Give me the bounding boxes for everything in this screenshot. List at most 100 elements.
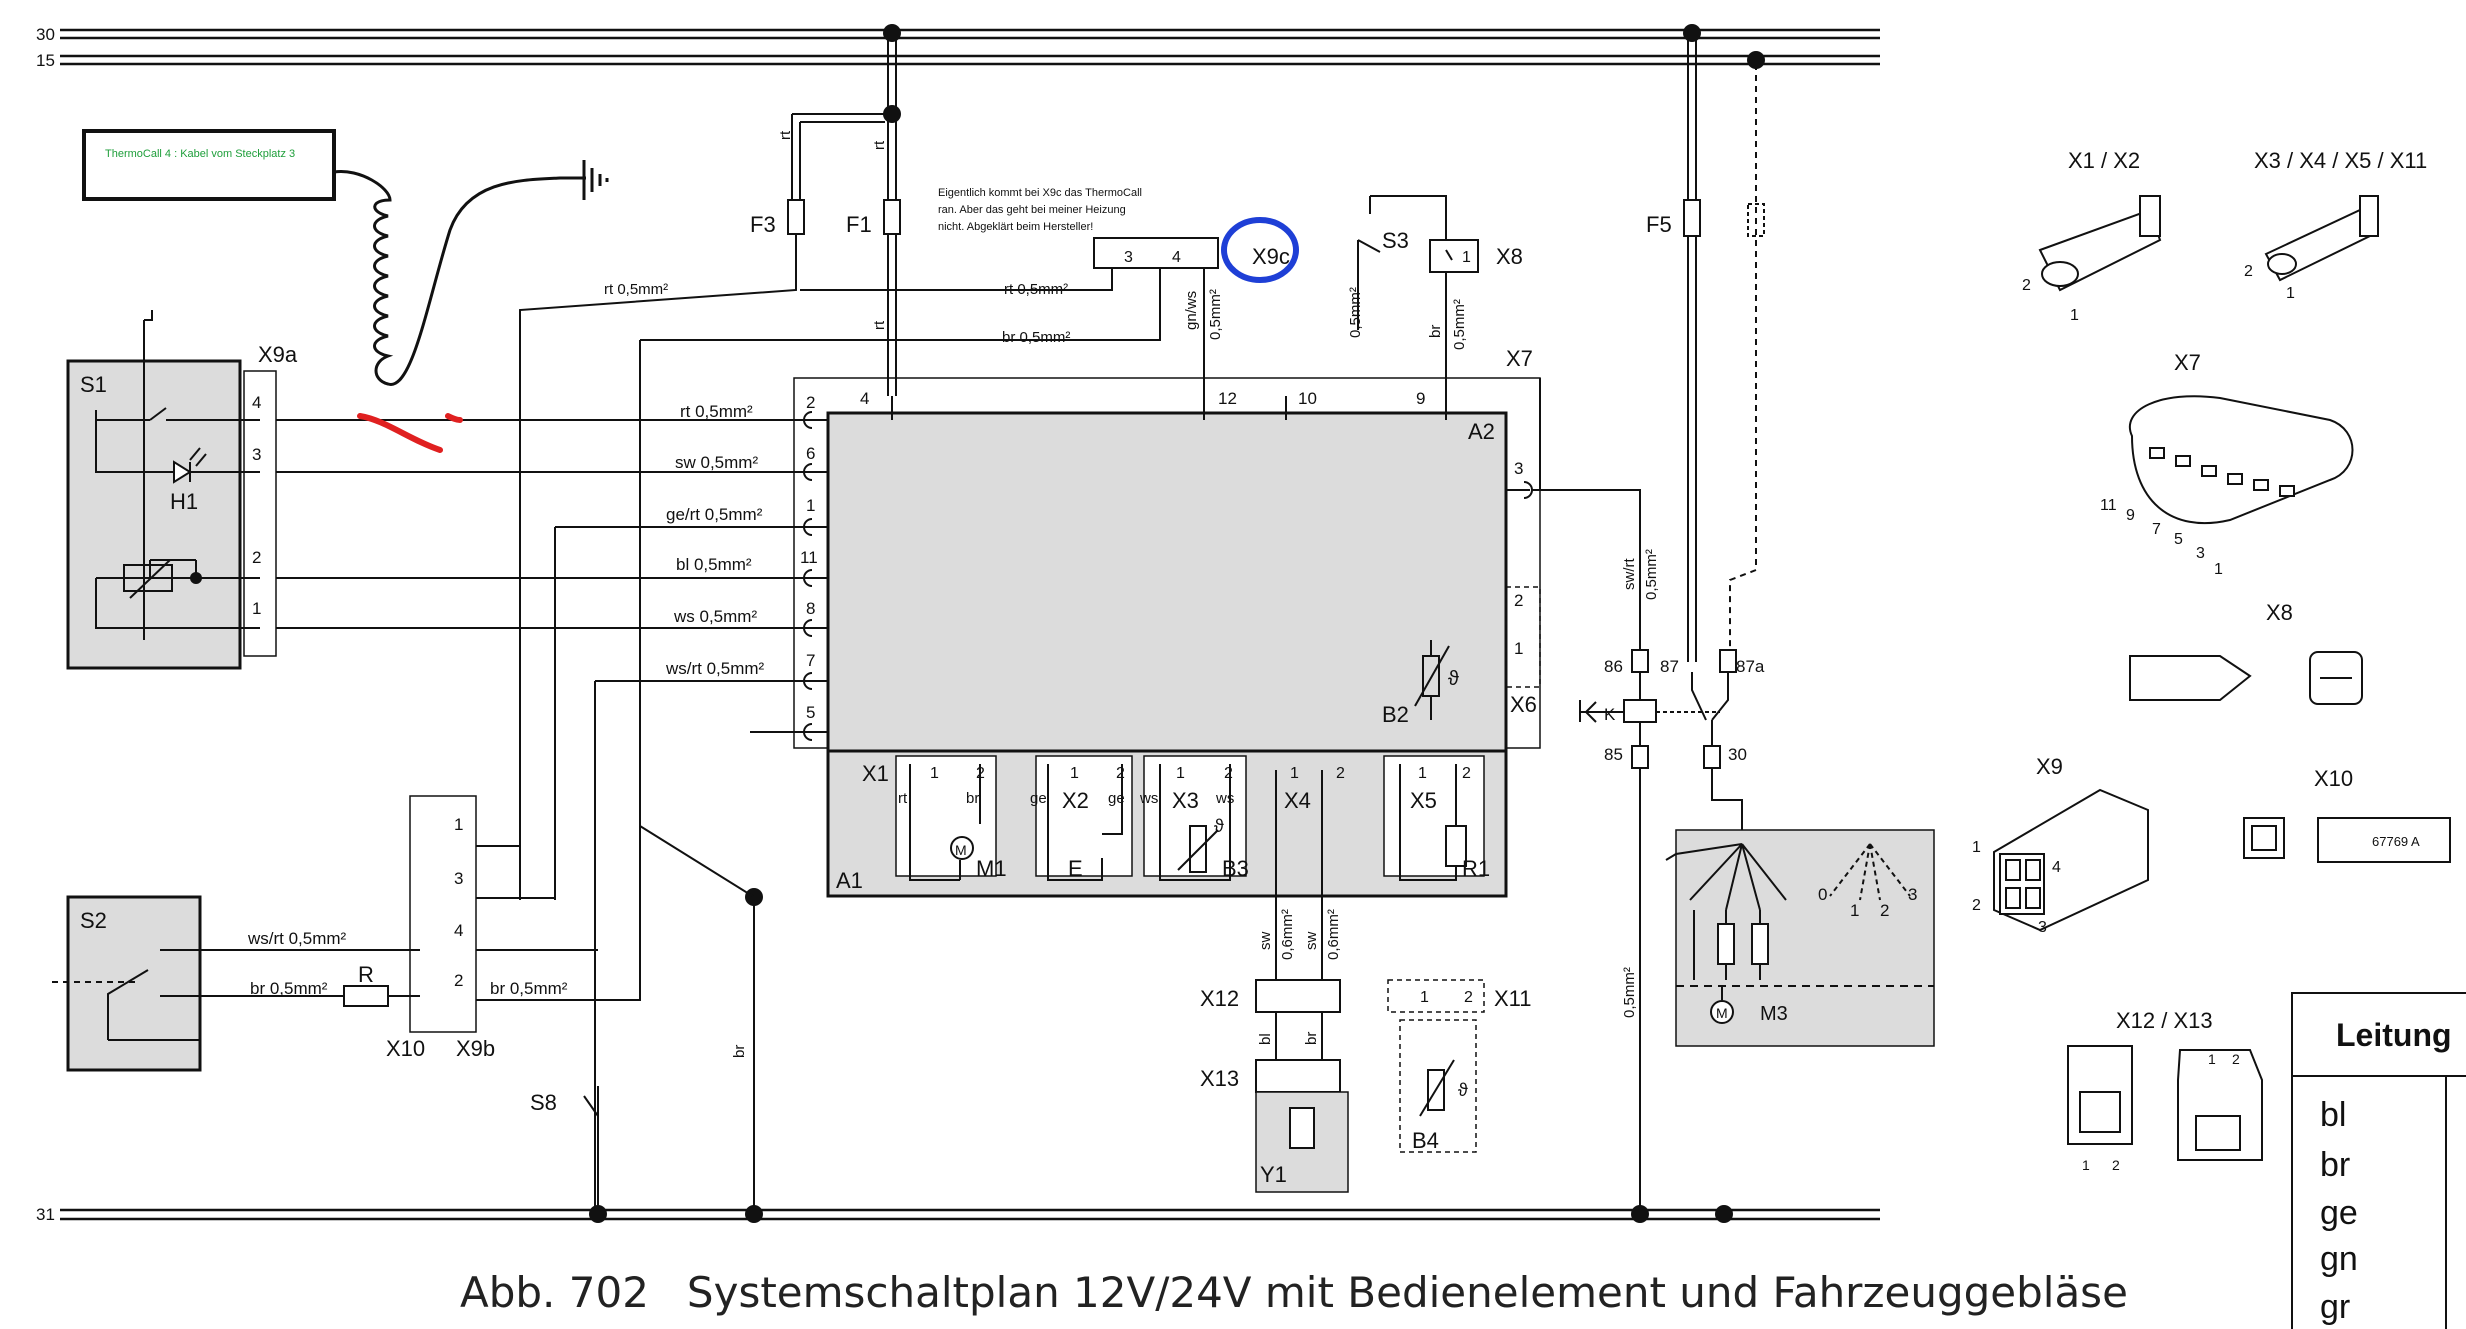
svg-text:rt: rt xyxy=(871,320,888,330)
m1-label: M1 xyxy=(976,856,1007,881)
m3-motor-symbol: M xyxy=(1716,1005,1728,1021)
svg-text:87: 87 xyxy=(1660,657,1679,676)
rail-15-label: 15 xyxy=(36,51,55,70)
svg-text:7: 7 xyxy=(806,651,815,670)
svg-text:3: 3 xyxy=(2196,545,2205,562)
svg-text:1: 1 xyxy=(1176,765,1185,782)
f3-f1-labels: F3 F1 xyxy=(750,212,872,237)
svg-text:br: br xyxy=(966,790,979,807)
r1-label: R1 xyxy=(1462,856,1490,881)
x9c-pin-3: 3 xyxy=(1124,249,1133,266)
legend-x12x13-drawing xyxy=(2067,1045,2263,1161)
b4-sensor xyxy=(1419,1059,1455,1117)
table-rows: bl br ge gn gr xyxy=(2320,1096,2358,1326)
y1-coil xyxy=(1289,1107,1315,1149)
legend-x7-title: X7 xyxy=(2174,350,2201,375)
a2-top-pins: 4 12 10 9 3 xyxy=(860,389,1523,478)
x8-pin-1: 1 xyxy=(1462,249,1471,266)
svg-text:X5: X5 xyxy=(1410,788,1437,813)
legend-x7-drawing xyxy=(2129,395,2354,525)
svg-text:1: 1 xyxy=(2208,1051,2216,1067)
legend-x9-drawing xyxy=(1993,788,2149,932)
y1-label: Y1 xyxy=(1260,1162,1287,1187)
svg-text:ws: ws xyxy=(1215,790,1234,807)
s1-label: S1 xyxy=(80,372,107,397)
x9b-wiring xyxy=(476,310,755,1210)
b2-theta: ϑ xyxy=(1448,668,1459,690)
rails xyxy=(60,28,1880,1221)
s8-switch xyxy=(583,1086,599,1206)
legend-x1x2-drawing xyxy=(2038,195,2162,292)
legend-x12x13-title: X12 / X13 xyxy=(2116,1008,2213,1033)
rail-31-label: 31 xyxy=(36,1205,55,1224)
legend-x1x2-pin1: 1 xyxy=(2070,307,2079,324)
svg-text:2: 2 xyxy=(1880,901,1889,920)
legend-x9-title: X9 xyxy=(2036,754,2063,779)
svg-text:X1: X1 xyxy=(862,761,889,786)
svg-text:gr: gr xyxy=(2320,1288,2350,1326)
svg-text:1: 1 xyxy=(1290,765,1299,782)
svg-text:X2: X2 xyxy=(1062,788,1089,813)
fan-wire-size: 0,5mm² xyxy=(1621,967,1638,1018)
relay-k-label: K xyxy=(1604,705,1616,724)
a1-label: A1 xyxy=(836,868,863,893)
s3-label: S3 xyxy=(1382,228,1409,253)
r-label: R xyxy=(358,962,374,987)
svg-text:rt: rt xyxy=(871,140,888,150)
svg-text:ws/rt 0,5mm²: ws/rt 0,5mm² xyxy=(665,659,765,678)
svg-text:br 0,5mm²: br 0,5mm² xyxy=(1002,329,1070,346)
svg-text:1: 1 xyxy=(252,599,261,618)
svg-text:4: 4 xyxy=(2052,859,2061,876)
x7-label: X7 xyxy=(1506,346,1533,371)
legend-x3x11-pin1: 1 xyxy=(2286,285,2295,302)
svg-text:9: 9 xyxy=(1416,389,1425,408)
red-strike-mark xyxy=(357,413,463,453)
leitung-table xyxy=(2291,992,2466,1329)
x9b-label: X9b xyxy=(456,1036,495,1061)
svg-text:2: 2 xyxy=(2112,1157,2120,1173)
s3-x8-wiring xyxy=(1357,195,1479,396)
x10-label: X10 xyxy=(386,1036,425,1061)
ground-cable-coil xyxy=(333,170,584,386)
svg-text:ran. Aber das geht bei meiner: ran. Aber das geht bei meiner Heizung xyxy=(938,204,1126,216)
s8-label: S8 xyxy=(530,1090,557,1115)
a1-internal-wiring xyxy=(909,764,1467,881)
svg-text:rt 0,5mm²: rt 0,5mm² xyxy=(604,281,668,298)
svg-text:gn/ws: gn/ws xyxy=(1183,291,1200,330)
legend-x10-drawing xyxy=(2243,817,2451,863)
svg-text:X3: X3 xyxy=(1172,788,1199,813)
svg-text:rt: rt xyxy=(898,790,908,807)
x11-pin-1: 1 xyxy=(1420,989,1429,1006)
s3-wire-size: 0,5mm² xyxy=(1347,287,1364,338)
a2-control-unit xyxy=(826,411,1508,753)
svg-text:3: 3 xyxy=(252,445,261,464)
svg-text:rt 0,5mm²: rt 0,5mm² xyxy=(1004,281,1068,298)
svg-text:2: 2 xyxy=(806,393,815,412)
svg-text:1: 1 xyxy=(1850,901,1859,920)
thermocall-note-box xyxy=(82,129,336,201)
x9c-pin-4: 4 xyxy=(1172,249,1181,266)
svg-text:5: 5 xyxy=(2174,531,2183,548)
s1-box xyxy=(66,359,242,670)
b4-sensor-box xyxy=(1399,1019,1477,1153)
x9c-blue-mark xyxy=(1221,217,1299,283)
legend-x9-pins: 14 23 xyxy=(1972,839,2061,936)
svg-text:3: 3 xyxy=(1908,885,1917,904)
ground-symbol xyxy=(582,160,609,200)
b3-theta: ϑ xyxy=(1214,816,1224,836)
svg-text:ge: ge xyxy=(1108,790,1125,807)
fan-speed-positions: 0 1 2 3 xyxy=(1818,885,1917,920)
svg-text:ws 0,5mm²: ws 0,5mm² xyxy=(673,607,757,626)
svg-text:1: 1 xyxy=(930,765,939,782)
x8-wire-br: br xyxy=(1427,325,1444,338)
svg-text:8: 8 xyxy=(806,599,815,618)
ground-wire-br: br xyxy=(731,1045,748,1058)
x9a-to-a2-wires xyxy=(276,419,812,1206)
x6-label: X6 xyxy=(1510,692,1537,717)
h1-label: H1 xyxy=(170,489,198,514)
relay-wire-size: 0,5mm² xyxy=(1643,549,1660,600)
x9c-label: X9c xyxy=(1252,244,1290,269)
x11-pin-2: 2 xyxy=(1464,989,1473,1006)
relay-pins: 86 87 87a 85 30 xyxy=(1604,657,1765,764)
